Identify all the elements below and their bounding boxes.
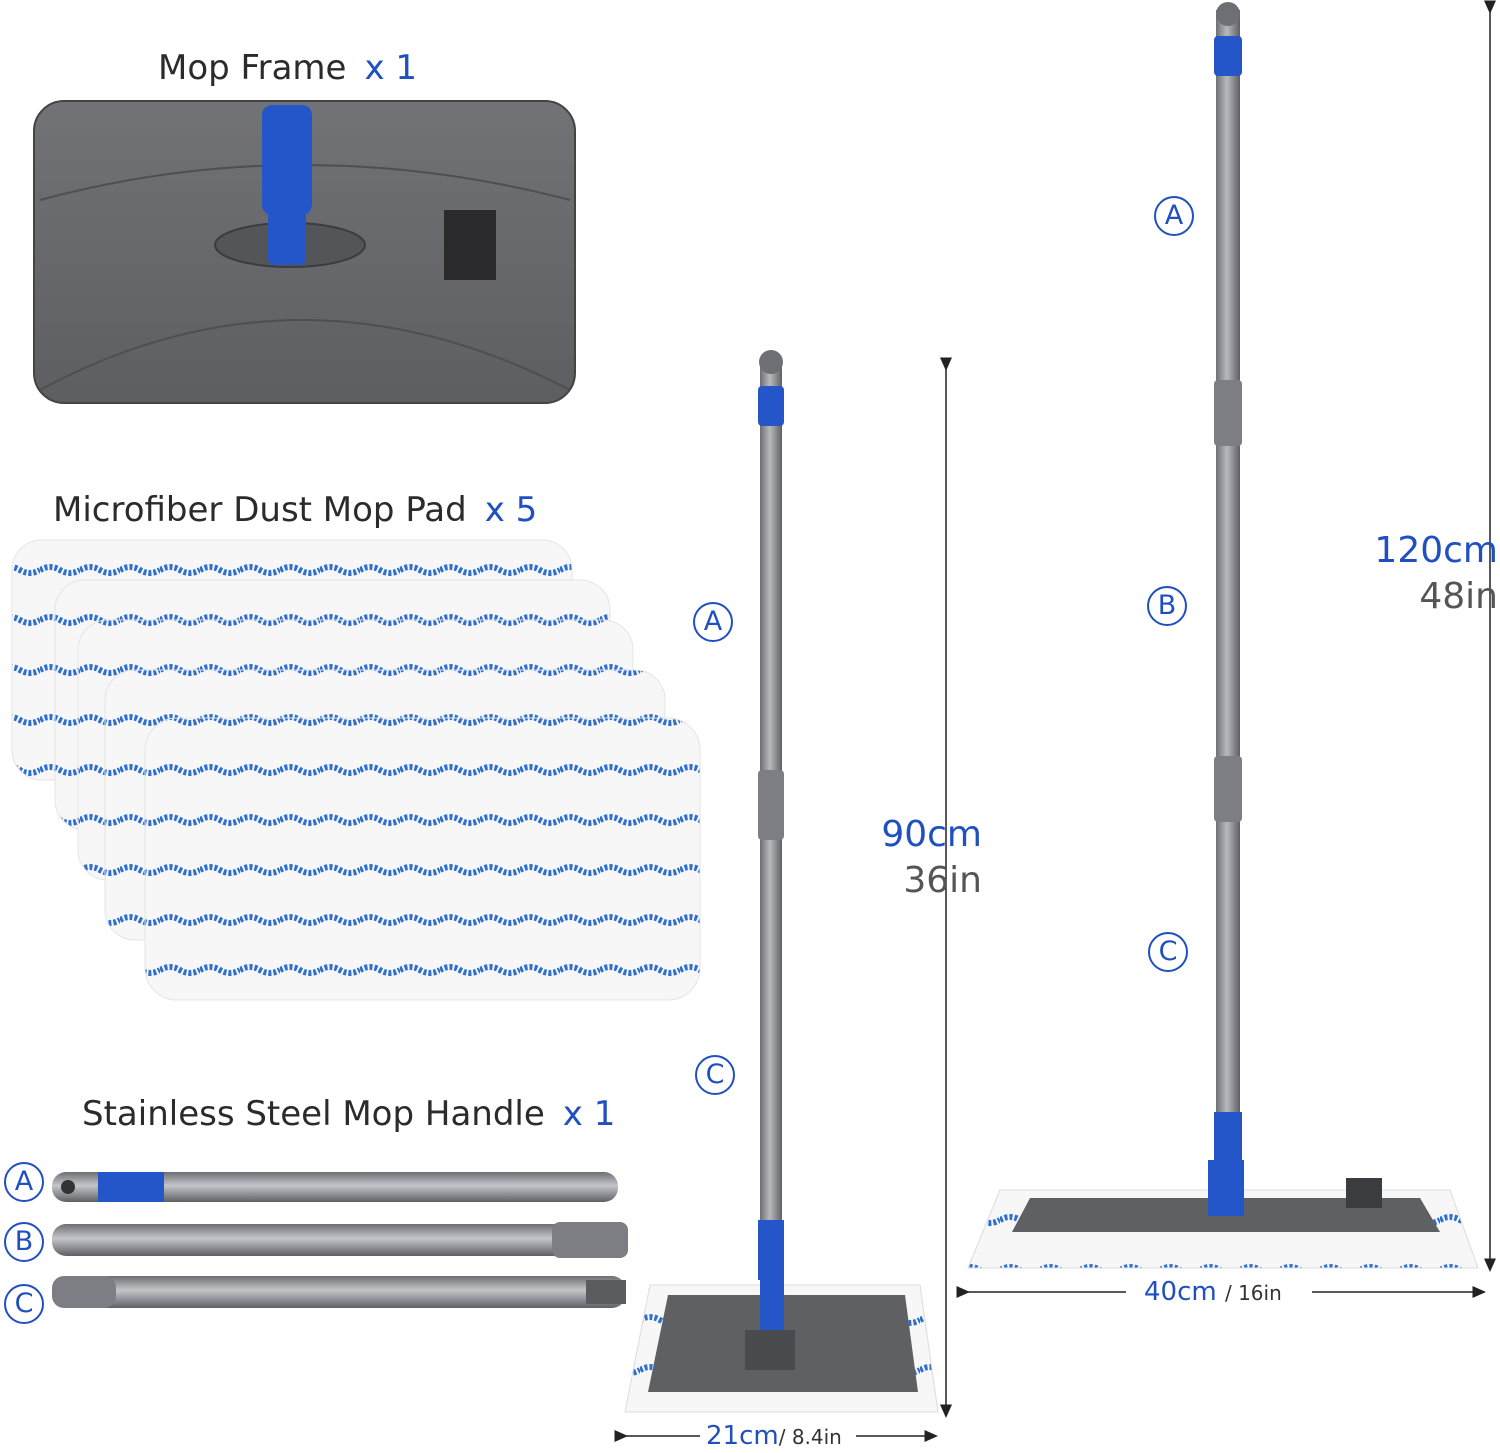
short-mop-segment-c: C bbox=[695, 1055, 735, 1095]
short-mop-segment-a: A bbox=[693, 602, 733, 642]
long-width-in: / 16in bbox=[1224, 1281, 1282, 1305]
handle-qty: x 1 bbox=[562, 1094, 616, 1134]
long-height-cm: 120cm bbox=[1374, 530, 1498, 571]
long-width-label: 40cm / 16in bbox=[1144, 1277, 1282, 1307]
mop-pad-label: Microfiber Dust Mop Pad x 5 bbox=[53, 490, 537, 530]
mop-pad-title: Microfiber Dust Mop Pad bbox=[53, 490, 467, 530]
short-height-label: 90cm 36in bbox=[860, 812, 982, 904]
long-width-cm: 40cm bbox=[1144, 1277, 1217, 1307]
mop-frame-image bbox=[33, 100, 576, 404]
segment-c-marker: C bbox=[4, 1284, 44, 1324]
dimension-lines bbox=[614, 0, 1496, 1442]
short-width-in: / 8.4in bbox=[778, 1425, 842, 1449]
tall-mop-segment-b: B bbox=[1147, 586, 1187, 626]
short-height-cm: 90cm bbox=[881, 814, 982, 855]
mop-frame-title: Mop Frame bbox=[158, 48, 347, 88]
long-height-label: 120cm 48in bbox=[1366, 528, 1498, 620]
tall-mop-segment-a: A bbox=[1154, 196, 1194, 236]
handle-label: Stainless Steel Mop Handle x 1 bbox=[82, 1094, 615, 1134]
short-width-label: 21cm/ 8.4in bbox=[706, 1421, 842, 1451]
mop-frame-label: Mop Frame x 1 bbox=[158, 48, 417, 88]
short-width-cm: 21cm bbox=[706, 1421, 779, 1451]
mop-pads-image bbox=[11, 539, 701, 1001]
handle-segments-image bbox=[52, 1172, 628, 1308]
segment-a-marker: A bbox=[4, 1162, 44, 1202]
segment-b-marker: B bbox=[4, 1222, 44, 1262]
handle-title: Stainless Steel Mop Handle bbox=[82, 1094, 545, 1134]
short-height-in: 36in bbox=[903, 860, 982, 901]
long-height-in: 48in bbox=[1419, 576, 1498, 617]
mop-pad-qty: x 5 bbox=[484, 490, 538, 530]
short-mop-image bbox=[624, 350, 939, 1413]
tall-mop-image bbox=[967, 2, 1479, 1269]
mop-frame-qty: x 1 bbox=[364, 48, 418, 88]
tall-mop-segment-c: C bbox=[1148, 932, 1188, 972]
